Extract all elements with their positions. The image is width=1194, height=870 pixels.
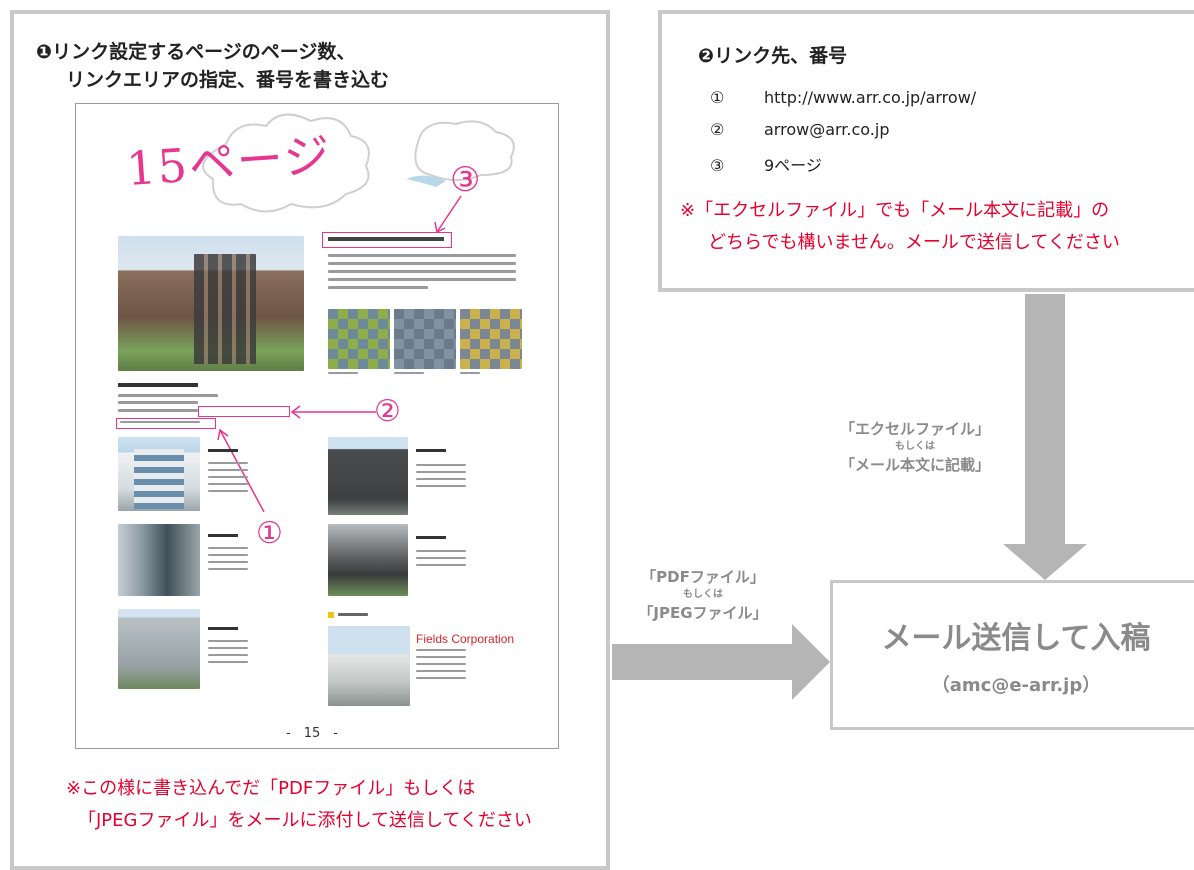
branch-info-line (416, 557, 466, 559)
branch-info-line (208, 483, 248, 485)
step2-note-line1: ※「エクセルファイル」でも「メール本文に記載」の (680, 200, 1110, 221)
branch-info-line (208, 640, 248, 642)
branch-photo-5 (118, 609, 200, 689)
branch-photo-2 (328, 437, 408, 515)
related-info-line (416, 656, 466, 658)
branch-info-line (416, 464, 466, 466)
link-item-number: ② (710, 120, 725, 139)
branch-photo-1-windows (134, 449, 184, 509)
branch-info-line (208, 661, 248, 663)
down-arrow-label: 「エクセルファイル」 もしくは 「メール本文に記載」 (810, 418, 1020, 476)
branch-info-line (208, 469, 248, 471)
branch-info-line (416, 478, 466, 480)
branch-info-line (208, 490, 248, 492)
caption-line (328, 372, 358, 374)
company-info-line (118, 401, 198, 404)
branch-name (208, 449, 238, 452)
branch-info-line (416, 471, 466, 473)
link-item-number: ① (710, 88, 725, 107)
link-item-2: ② arrow@arr.co.jp (710, 120, 890, 139)
article-text-line (328, 262, 516, 265)
step2-heading: ❷リンク先、番号 (698, 45, 848, 67)
link-area-2 (198, 406, 290, 417)
sample-page-image: 15ページ ③ ② ① (75, 103, 559, 749)
marker-3: ③ (450, 160, 481, 200)
marker-1: ① (256, 516, 283, 551)
step1-heading-line1: ❶リンク設定するページのページ数、 (36, 41, 356, 63)
branch-info-line (208, 554, 248, 556)
mail-submit-box: メール送信して入稿 （amc@e-arr.jp） (830, 580, 1194, 730)
page-number: - 15 - (286, 726, 338, 741)
tile-photo-1 (328, 309, 390, 369)
link-item-1: ① http://www.arr.co.jp/arrow/ (710, 88, 976, 107)
company-info-line (118, 409, 198, 412)
article-text-line (328, 286, 428, 289)
link-area-3 (322, 232, 452, 248)
step1-heading-line2: リンクエリアの指定、番号を書き込む (66, 69, 390, 91)
branch-info-line (208, 547, 248, 549)
branch-info-line (208, 654, 248, 656)
arrow-marker-1 (217, 428, 265, 513)
link-item-value: 9ページ (764, 156, 822, 175)
related-info-line (416, 670, 466, 672)
down-arrow (1003, 294, 1087, 580)
article-text-line (328, 254, 516, 257)
article-title-text (328, 237, 444, 241)
company-info-line (118, 394, 218, 397)
branch-info-line (416, 564, 466, 566)
building-photo-main-windows (194, 254, 256, 364)
down-arrow-label-line2: もしくは (895, 441, 935, 452)
mail-address: （amc@e-arr.jp） (931, 675, 1101, 696)
company-logo: Fields Corporation (416, 632, 515, 646)
tile-photo-2 (394, 309, 456, 369)
link-item-number: ③ (710, 156, 725, 175)
related-company-photo (328, 626, 410, 706)
tile-photo-3 (460, 309, 522, 369)
branch-info-line (208, 568, 248, 570)
link-item-value: arrow@arr.co.jp (764, 120, 890, 139)
right-arrow-label-line1: 「PDFファイル」 (641, 568, 765, 586)
branch-photo-4 (328, 524, 408, 596)
cloud-illustration (202, 113, 515, 213)
right-arrow-label-line2: もしくは (683, 589, 723, 600)
related-info-line (416, 663, 466, 665)
caption-line (394, 372, 424, 374)
branch-info-line (208, 462, 248, 464)
branch-info-line (416, 550, 466, 552)
link-area-1 (116, 418, 216, 429)
article-text-line (328, 278, 516, 281)
right-arrow (612, 624, 830, 700)
instruction-panel-links: ❷リンク先、番号 ① http://www.arr.co.jp/arrow/ ② a… (658, 10, 1194, 292)
step1-note-line2: 「JPEGファイル」をメールに添付して送信してください (78, 810, 532, 831)
article-text-line (328, 270, 516, 273)
bullet-icon (328, 612, 334, 618)
caption-line (460, 372, 480, 374)
branch-name (416, 536, 446, 539)
branch-name (208, 534, 238, 537)
right-arrow-label-line3: 「JPEGファイル」 (638, 604, 768, 622)
link-item-3: ③ 9ページ (710, 152, 822, 176)
company-name-text (118, 383, 198, 387)
related-company-heading (338, 613, 368, 616)
step1-note-line1: ※この様に書き込んでだ「PDFファイル」もしくは (66, 778, 476, 799)
marker-2: ② (374, 394, 401, 429)
step2-note-line2: どちらでも構いません。メールで送信してください (708, 232, 1120, 253)
down-arrow-label-line1: 「エクセルファイル」 (839, 420, 990, 438)
branch-info-line (208, 647, 248, 649)
branch-name (416, 449, 446, 452)
branch-info-line (416, 485, 466, 487)
mail-submit-title: メール送信して入稿 (881, 621, 1151, 656)
branch-info-line (208, 476, 248, 478)
branch-name (208, 627, 238, 630)
branch-photo-3 (118, 524, 200, 596)
related-info-line (416, 677, 466, 679)
link-item-value: http://www.arr.co.jp/arrow/ (764, 88, 977, 107)
right-arrow-label: 「PDFファイル」 もしくは 「JPEGファイル」 (612, 566, 794, 624)
branch-info-line (208, 561, 248, 563)
related-info-line (416, 649, 466, 651)
arrow-marker-2 (290, 405, 376, 419)
url-line (120, 421, 200, 423)
down-arrow-label-line3: 「メール本文に記載」 (839, 456, 990, 474)
